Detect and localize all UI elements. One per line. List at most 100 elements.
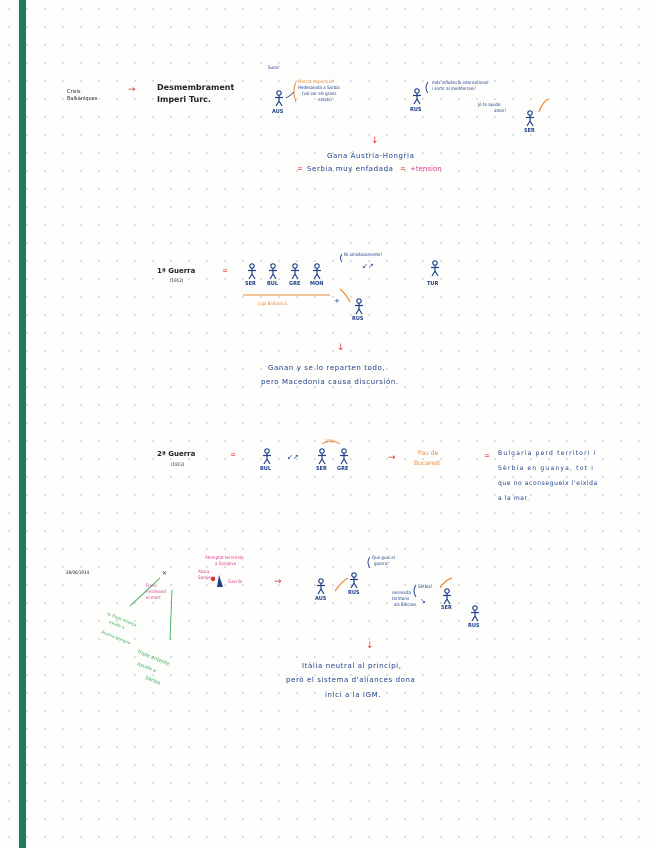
person-figure-icon bbox=[312, 263, 322, 281]
s2-rus-label: RUS bbox=[352, 316, 364, 322]
person-figure-icon bbox=[262, 448, 272, 466]
s1-small-bubble: Sumi! bbox=[268, 65, 280, 70]
s4-green2-l3: Sèrbia bbox=[144, 675, 162, 687]
s2-country-0: SER bbox=[245, 281, 256, 287]
section3-year: (1913) bbox=[171, 462, 185, 467]
s3-crown-icon: OTO bbox=[325, 439, 334, 444]
s4-result-line3: inici a la IGM. bbox=[325, 691, 382, 699]
s1-aus-label: AUS bbox=[272, 109, 284, 115]
s2-league-label: Liga Balkànica bbox=[258, 301, 287, 306]
person-figure-icon bbox=[316, 578, 326, 596]
person-figure-icon bbox=[339, 448, 349, 466]
s4-pink-l1: Franc bbox=[146, 583, 157, 588]
s4-ser-label: SER bbox=[441, 605, 452, 611]
s1-result-eq2: = bbox=[400, 165, 406, 173]
s4-bubble2: Sèrbia! bbox=[418, 584, 433, 589]
person-figure-icon bbox=[354, 298, 364, 316]
section3-eq: = bbox=[230, 451, 236, 459]
s4-aus-label: AUS bbox=[315, 596, 327, 602]
s4-pink-l3: el mort bbox=[146, 595, 161, 600]
s4-result-line1: Itàlia neutral al principi, bbox=[302, 662, 402, 670]
s1-orange-bubble-l3: (vol ser els grans bbox=[302, 91, 337, 96]
s2-result-line1: Ganan y se lo reparten todo, bbox=[268, 364, 386, 372]
s3-treaty-l2: Bucarest bbox=[414, 460, 441, 467]
s4-note-l3: als Balcans bbox=[394, 602, 417, 607]
person-figure-icon bbox=[470, 605, 480, 623]
s4-pink-top-l1: Atemptat terrorista bbox=[205, 555, 244, 560]
s4-vs-icon: ↘ bbox=[420, 597, 426, 605]
section1-arrow: → bbox=[128, 85, 136, 95]
s3-result-line2: Sèrbia en guanya, tot i bbox=[498, 465, 595, 472]
s2-country-2: GRE bbox=[289, 281, 301, 287]
s1-orange-bubble-l4: estats) bbox=[318, 97, 332, 102]
section4-result-arrow: ↓ bbox=[366, 641, 374, 651]
s4-pink-top-l2: a Sarajevo bbox=[215, 561, 237, 566]
person-figure-icon bbox=[268, 263, 278, 281]
s2-vs-icon: ↙↗ bbox=[362, 262, 374, 270]
section2-title: 1ª Guerra bbox=[157, 267, 196, 275]
person-figure-icon bbox=[412, 88, 422, 106]
s1-rus-bubble-l2: i sortir al mediterrani! bbox=[432, 86, 476, 91]
s1-orange-bubble-l2: Hedesanata a Sarbia bbox=[298, 85, 340, 90]
s2-tur-label: TUR bbox=[427, 281, 439, 287]
s1-rus-label: RUS bbox=[410, 107, 422, 113]
s4-green2-l2: ayuda a bbox=[136, 661, 158, 675]
s1-result-line2b: +tension bbox=[410, 165, 442, 173]
s1-orange-bubble-l1: Mercat important! bbox=[298, 79, 335, 84]
s2-country-1: BUL bbox=[267, 281, 279, 287]
s4-pink2-l2: Sarajevo bbox=[198, 575, 216, 580]
person-figure-icon bbox=[274, 90, 284, 108]
s1-ser-note-l2: amor! bbox=[494, 108, 507, 113]
s3-treaty-l1: Pau de bbox=[418, 450, 439, 457]
s1-result-line1: Gana Àustria-Hongria bbox=[327, 152, 415, 160]
s4-pink-l2: Ferdinand bbox=[146, 589, 166, 594]
section3-title: 2ª Guerra bbox=[157, 450, 196, 458]
section1-label-line1: Crisis bbox=[67, 89, 81, 95]
person-figure-icon bbox=[349, 572, 359, 590]
s2-result-line2: pero Macedonia causa discursión. bbox=[261, 378, 399, 386]
s3-bul-label: BUL bbox=[260, 466, 272, 472]
s3-result-line4: a la mar. bbox=[498, 495, 530, 502]
s4-fallen-figure-icon: ✕ bbox=[162, 570, 168, 577]
s4-note-l1: necessita bbox=[392, 590, 411, 595]
s4-result-line2: però el sistema d'aliances dona bbox=[286, 676, 416, 684]
section1-label-line2: Balkàniques bbox=[67, 96, 98, 102]
section1-title-line1: Desmembrament bbox=[157, 83, 235, 92]
s2-bubble: Ni amistosamente! bbox=[344, 252, 382, 257]
person-figure-icon bbox=[247, 263, 257, 281]
person-figure-icon bbox=[525, 110, 535, 128]
s4-rus-label: RUS bbox=[348, 590, 360, 596]
s3-ser-label: SER bbox=[316, 466, 327, 472]
s2-country-3: MON bbox=[310, 281, 324, 287]
s3-result-line1: Bulgaria perd territori i bbox=[498, 450, 597, 457]
s4-rus2-label: RUS bbox=[468, 623, 480, 629]
s3-result-line3: que no aconsegueix l'eixida bbox=[498, 480, 598, 487]
s2-plus: + bbox=[334, 297, 340, 305]
section2-result-arrow: ↓ bbox=[337, 343, 345, 353]
person-figure-icon bbox=[442, 588, 452, 606]
section1-result-arrow: ↓ bbox=[371, 136, 379, 146]
s3-gre-label: GRE bbox=[337, 466, 349, 472]
notebook-margin-bar bbox=[19, 0, 26, 848]
section3-arrow: → bbox=[388, 453, 396, 463]
section2-year: (1912) bbox=[170, 278, 184, 283]
s4-bubble-l2: guerra! bbox=[374, 561, 389, 566]
person-figure-icon bbox=[430, 260, 440, 278]
person-figure-icon bbox=[290, 263, 300, 281]
section1-title-line2: Imperi Turc. bbox=[157, 95, 211, 104]
s4-pink-top-l3: Gavrilo bbox=[228, 579, 243, 584]
person-figure-icon bbox=[317, 448, 327, 466]
s4-bubble-l1: Que guai el bbox=[372, 555, 395, 560]
s1-ser-label: SER bbox=[524, 128, 535, 134]
s1-result-eq1: = bbox=[297, 165, 303, 173]
s4-note-l2: territoris bbox=[392, 596, 410, 601]
attacker-figure-icon bbox=[210, 574, 226, 588]
s1-ser-note-l1: Jo te ayudo bbox=[478, 102, 501, 107]
s1-rus-bubble-l1: més influència internacional bbox=[432, 80, 489, 85]
s4-green-l3: Àustria-Hongria bbox=[100, 629, 132, 646]
s1-result-line2a: Serbia muy enfadada bbox=[307, 165, 394, 173]
section4-arrow: → bbox=[274, 577, 282, 587]
s4-pink2-l1: Ataca bbox=[198, 569, 210, 574]
section4-date: 28/06/1914 bbox=[66, 570, 90, 575]
